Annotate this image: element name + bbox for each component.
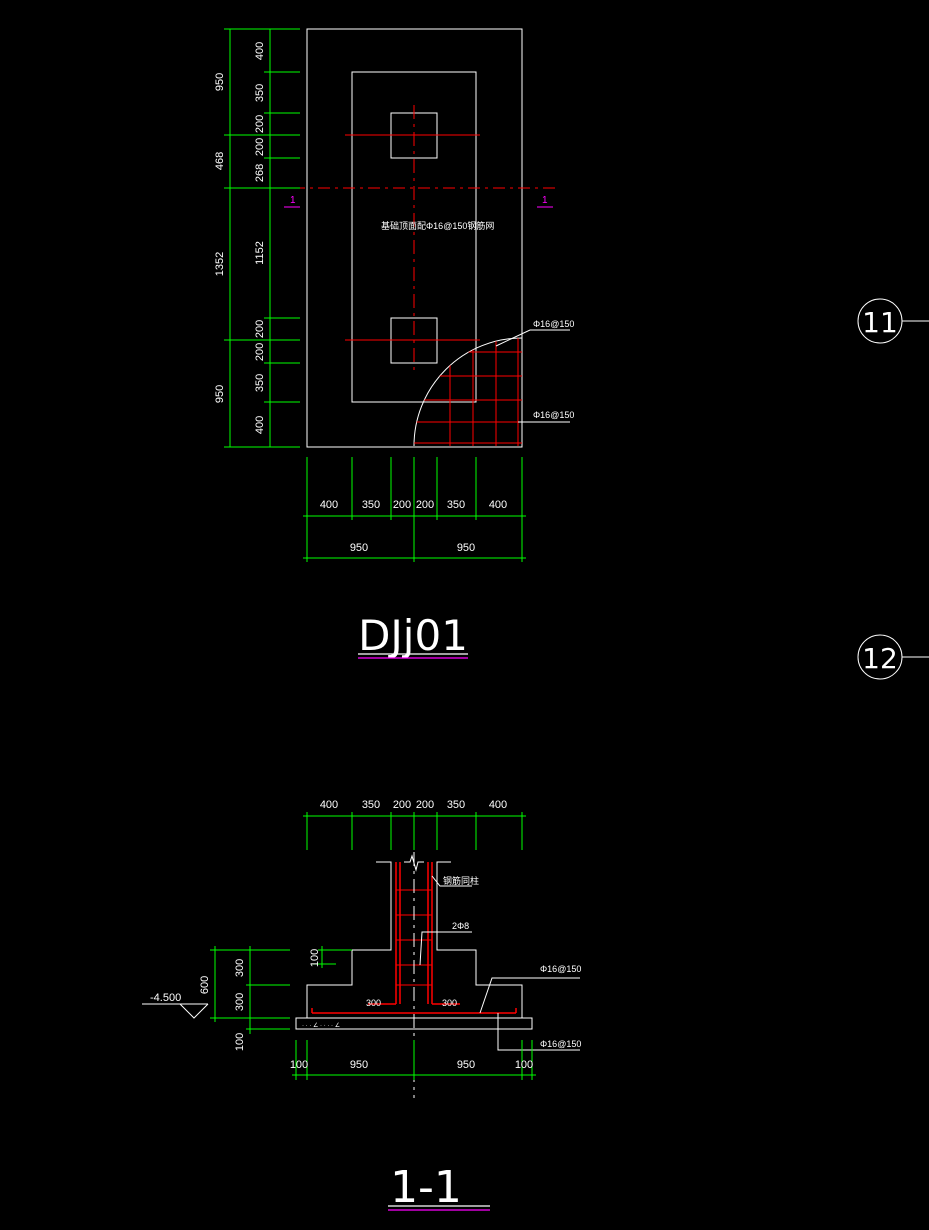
sec-dim-b2: 950 xyxy=(350,1059,368,1071)
plan-vertical-dimensions xyxy=(224,28,300,448)
dim-950-top: 950 xyxy=(214,73,226,91)
dim-v3: 200 xyxy=(254,115,266,133)
blinding-hatch: · · · ∠ · · · · ∠ xyxy=(302,1022,340,1029)
elevation-label: -4.500 xyxy=(150,992,181,1004)
sec-dim-t2: 350 xyxy=(362,799,380,811)
section-rebar-leader-bottom xyxy=(497,1013,580,1051)
dim-468: 468 xyxy=(214,152,226,170)
dim-h-950-right: 950 xyxy=(457,542,475,554)
axis-label-11: 11 xyxy=(862,306,898,339)
sec-dim-t5: 350 xyxy=(447,799,465,811)
sec-dim-b3: 950 xyxy=(457,1059,475,1071)
dim-h3: 200 xyxy=(393,499,411,511)
sec-dim-t6: 400 xyxy=(489,799,507,811)
sec-dim-l3: 100 xyxy=(234,1033,246,1051)
rebar-grid xyxy=(414,338,522,446)
sec-dim-l5: 100 xyxy=(309,949,321,967)
plan-view: 1 1 基础顶面配Φ16@150钢筋网 Φ16@150 Φ16@150 xyxy=(214,28,574,660)
dim-h4: 200 xyxy=(416,499,434,511)
section-left-dimensions xyxy=(210,946,352,1034)
section-rebar-label-top: Φ16@150 xyxy=(540,964,581,974)
dim-v8: 200 xyxy=(254,343,266,361)
plan-horizontal-dim-text: 400 350 200 200 350 400 950 950 xyxy=(320,499,507,554)
dim-1352: 1352 xyxy=(214,252,226,276)
column-rebar xyxy=(368,862,460,1005)
dim-h-950-left: 950 xyxy=(350,542,368,554)
sec-dim-b4: 100 xyxy=(515,1059,533,1071)
anchor-right-label: 300 xyxy=(442,998,457,1008)
dim-v9: 350 xyxy=(254,374,266,392)
anchor-left-label: 300 xyxy=(366,998,381,1008)
stirrup-label: 2Φ8 xyxy=(452,921,469,931)
dim-h2: 350 xyxy=(362,499,380,511)
column-rebar-leader xyxy=(431,875,472,887)
dim-v10: 400 xyxy=(254,416,266,434)
section-left-dim-text: 300 300 100 600 100 xyxy=(199,949,321,1051)
rebar-leader-top xyxy=(495,329,570,347)
elevation-triangle xyxy=(179,1003,209,1019)
dim-v5: 268 xyxy=(254,164,266,182)
plan-title: DJj01 xyxy=(358,611,468,660)
section-rebar-label-bottom: Φ16@150 xyxy=(540,1039,581,1049)
stirrup-leader xyxy=(419,931,472,966)
section-top-dim-text: 400 350 200 200 350 400 xyxy=(320,799,507,811)
dim-950-bottom: 950 xyxy=(214,385,226,403)
dim-v6: 1152 xyxy=(254,241,266,265)
section-top-dimensions xyxy=(303,812,526,850)
rebar-detail-arc xyxy=(413,337,523,447)
dim-v1: 400 xyxy=(254,42,266,60)
section-bottom-dimensions xyxy=(292,1040,536,1080)
sec-dim-l1: 300 xyxy=(234,959,246,977)
section-bottom-dim-text: 100 950 950 100 xyxy=(290,1059,533,1071)
dim-h1: 400 xyxy=(320,499,338,511)
plan-rebar-label-bottom: Φ16@150 xyxy=(533,410,574,420)
sec-dim-t1: 400 xyxy=(320,799,338,811)
plan-vertical-dim-text-inner: 400 350 200 200 268 1152 200 200 350 400 xyxy=(254,42,266,434)
section-title: 1-1 xyxy=(390,1162,462,1213)
plan-rebar-label-top: Φ16@150 xyxy=(533,319,574,329)
column-rebar-label: 钢筋同柱 xyxy=(443,875,479,886)
axis-bubbles: 11 12 xyxy=(857,298,929,680)
dim-v2: 350 xyxy=(254,84,266,102)
dim-h6: 400 xyxy=(489,499,507,511)
sec-dim-l2: 300 xyxy=(234,993,246,1011)
plan-top-rebar-note: 基础顶面配Φ16@150钢筋网 xyxy=(381,220,494,231)
plan-step-outline xyxy=(351,71,477,403)
sec-dim-t3: 200 xyxy=(393,799,411,811)
dim-v7: 200 xyxy=(254,320,266,338)
sec-dim-b1: 100 xyxy=(290,1059,308,1071)
plan-footing-outline xyxy=(306,28,523,448)
plan-vertical-dim-text-outer: 950 468 1352 950 xyxy=(214,73,226,403)
sec-dim-l4: 600 xyxy=(199,976,211,994)
dim-v4: 200 xyxy=(254,138,266,156)
section-mark-text-right: 1 xyxy=(542,195,548,206)
dim-h5: 350 xyxy=(447,499,465,511)
sec-dim-t4: 200 xyxy=(416,799,434,811)
section-rebar-leader-top xyxy=(479,977,580,1014)
plan-horizontal-dimensions xyxy=(303,457,526,562)
axis-label-12: 12 xyxy=(862,642,898,675)
section-view: 400 350 200 200 350 400 · · · ∠ · · · · … xyxy=(142,799,581,1213)
section-mark-text-left: 1 xyxy=(290,195,296,206)
